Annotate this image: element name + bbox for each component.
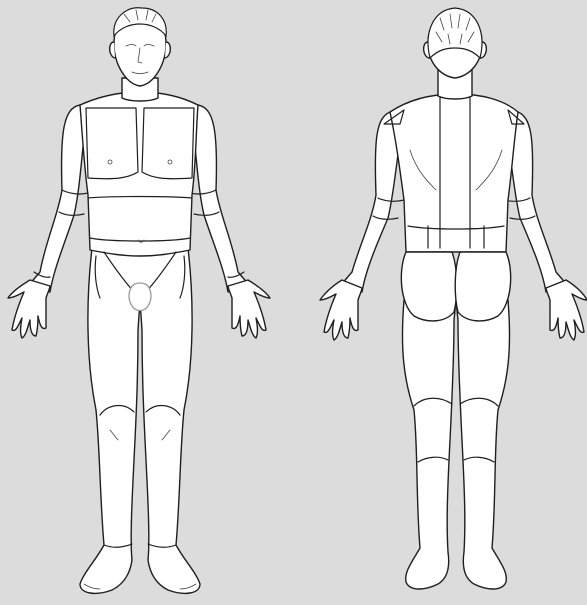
back-head bbox=[424, 8, 487, 99]
back-buttocks bbox=[401, 252, 510, 321]
back-right-hand bbox=[546, 280, 587, 340]
back-legs bbox=[402, 300, 509, 589]
back-left-hand bbox=[320, 280, 362, 340]
back-torso bbox=[384, 84, 524, 252]
